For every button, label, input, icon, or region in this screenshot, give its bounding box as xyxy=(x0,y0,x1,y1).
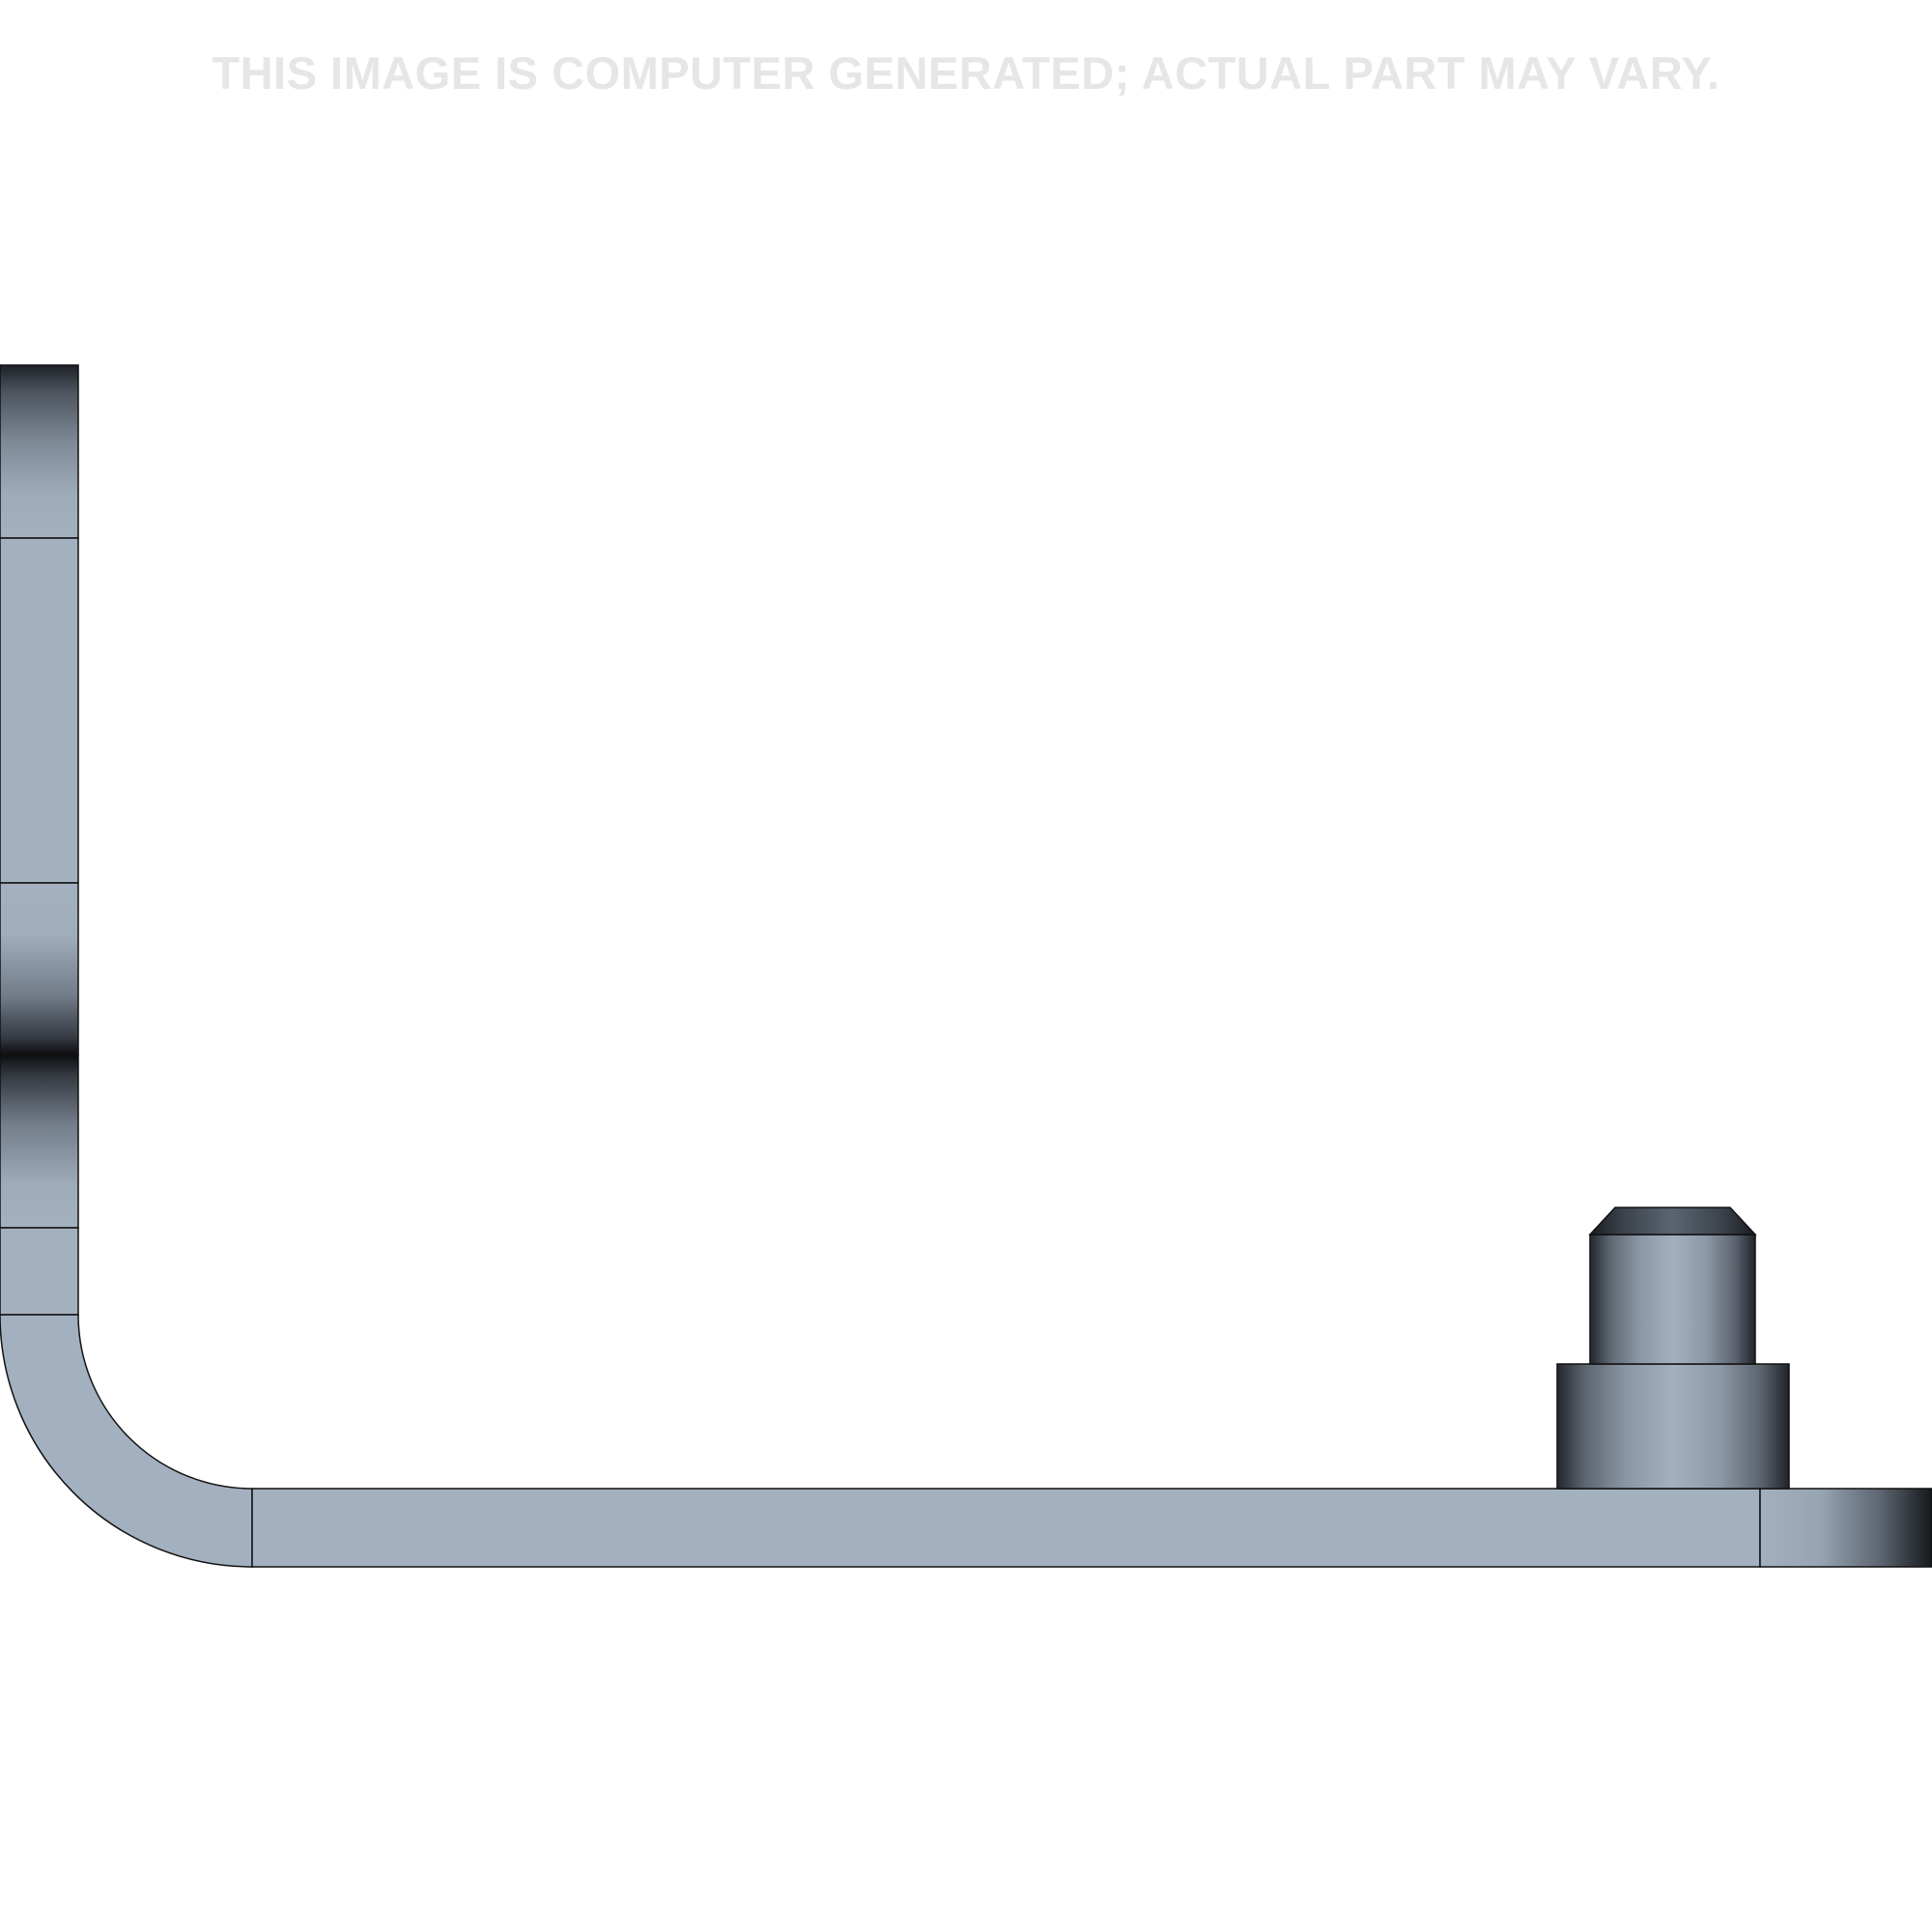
bend-radius xyxy=(0,1314,253,1568)
leg-segment-shaded-upper xyxy=(0,882,79,1056)
stud xyxy=(1556,1207,1790,1490)
horizontal-base xyxy=(251,1488,1761,1568)
stud-shaft xyxy=(1589,1234,1756,1365)
vertical-leg xyxy=(0,364,79,1316)
disclaimer-watermark: THIS IMAGE IS COMPUTER GENERATED; ACTUAL… xyxy=(212,47,1720,99)
stud-collar xyxy=(1556,1363,1790,1490)
leg-segment-upper-middle xyxy=(0,537,79,884)
leg-segment-bottom xyxy=(0,1227,79,1316)
base-end-tab xyxy=(1759,1488,1932,1568)
leg-segment-shaded-lower xyxy=(0,1054,79,1229)
leg-segment-top xyxy=(0,364,79,539)
stud-chamfer xyxy=(1588,1207,1757,1236)
